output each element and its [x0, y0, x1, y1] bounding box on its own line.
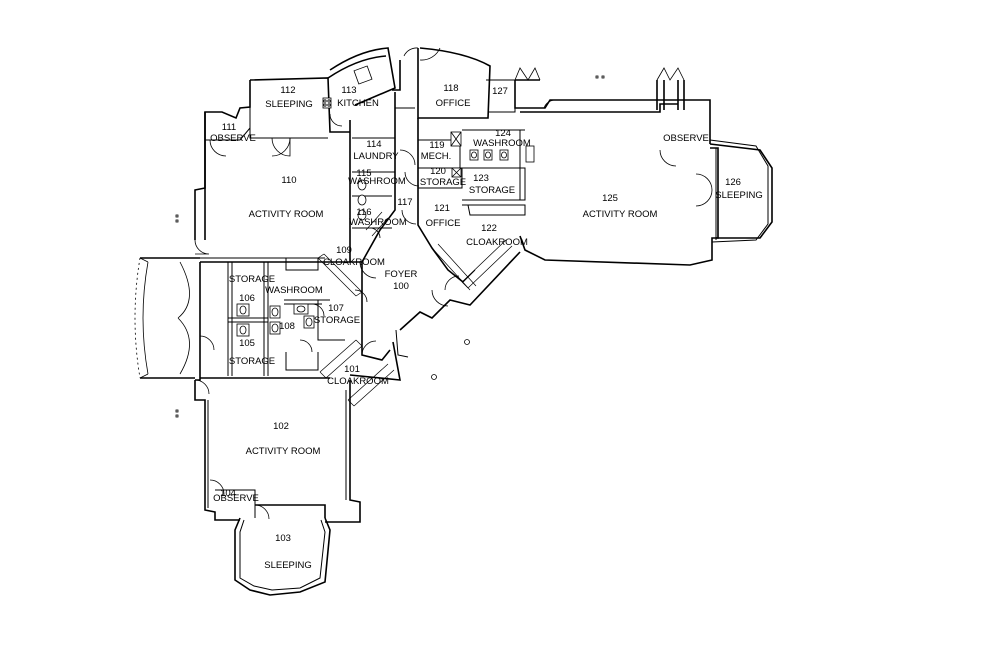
room-123: 123 STORAGE [469, 173, 515, 196]
room-101-number: 101 [344, 364, 360, 375]
room-107: 107 STORAGE [314, 303, 360, 326]
room-observe-east: OBSERVE [663, 133, 709, 144]
room-104: 104 OBSERVE [213, 488, 259, 504]
room-117-number: 117 [397, 197, 412, 208]
room-116-number: 116 [356, 207, 371, 218]
room-122-name: CLOAKROOM [466, 237, 528, 248]
room-125-name: ACTIVITY ROOM [583, 209, 658, 220]
room-105-name: STORAGE [229, 356, 275, 367]
room-108-number: 108 [279, 321, 295, 332]
room-121-number: 121 [434, 203, 450, 214]
room-100-name: FOYER [385, 269, 418, 280]
room-125: 125 ACTIVITY ROOM [583, 193, 658, 220]
room-112-number: 112 [280, 85, 295, 96]
room-115: 115 WASHROOM [348, 168, 406, 187]
room-112: 112 SLEEPING [265, 85, 313, 110]
room-124-number: 124 [495, 128, 511, 139]
room-115-name: WASHROOM [348, 176, 406, 187]
room-123-number: 123 [473, 173, 489, 184]
room-120: 120 STORAGE [420, 166, 466, 188]
room-120-number: 120 [430, 166, 446, 177]
room-126-number: 126 [725, 177, 741, 188]
room-125-number: 125 [602, 193, 618, 204]
room-110: 110 ACTIVITY ROOM [249, 175, 324, 220]
room-119: 119 MECH. [421, 140, 452, 162]
room-104-name: OBSERVE [213, 493, 259, 504]
room-118: 118 OFFICE [436, 83, 471, 109]
room-114-number: 114 [366, 139, 381, 150]
room-111-number: 111 [222, 122, 236, 133]
room-115-number: 115 [356, 168, 371, 179]
room-122: 122 CLOAKROOM [466, 223, 528, 248]
room-118-number: 118 [443, 83, 458, 94]
room-107-name: STORAGE [314, 315, 360, 326]
door-swings [194, 47, 713, 520]
room-103: 103 SLEEPING [264, 533, 312, 571]
room-119-name: MECH. [421, 151, 452, 162]
room-105: 105 STORAGE [229, 338, 275, 367]
room-101: 101 CLOAKROOM [327, 364, 389, 387]
room-122-number: 122 [481, 223, 497, 234]
room-109-name: CLOAKROOM [323, 257, 385, 268]
room-111-name: OBSERVE [210, 133, 256, 144]
room-116-name: WASHROOM [349, 217, 407, 228]
room-117: 117 [397, 197, 412, 208]
room-126-name: SLEEPING [715, 190, 763, 201]
room-106-number: 106 [239, 293, 255, 304]
room-116: 116 WASHROOM [349, 207, 407, 228]
room-109-number: 109 [336, 245, 352, 256]
room-118-name: OFFICE [436, 98, 471, 109]
room-observe-east-name: OBSERVE [663, 133, 709, 144]
room-119-number: 119 [429, 140, 444, 151]
room-112-name: SLEEPING [265, 99, 313, 110]
room-114: 114 LAUNDRY [353, 139, 399, 162]
room-108-name: WASHROOM [265, 285, 323, 296]
room-114-name: LAUNDRY [353, 151, 399, 162]
room-121: 121 OFFICE [426, 203, 461, 229]
room-113-number: 113 [341, 85, 356, 96]
room-124-name: WASHROOM [473, 138, 531, 149]
room-105-number: 105 [239, 338, 255, 349]
room-labels: FOYER 100 101 CLOAKROOM 102 ACTIVITY ROO… [210, 83, 763, 571]
room-110-name: ACTIVITY ROOM [249, 209, 324, 220]
room-127-number: 127 [492, 86, 508, 97]
room-103-name: SLEEPING [264, 560, 312, 571]
room-102-number: 102 [273, 421, 289, 432]
room-100-number: 100 [393, 281, 409, 292]
room-123-name: STORAGE [469, 185, 515, 196]
room-107-number: 107 [328, 303, 344, 314]
room-113: 113 KITCHEN [337, 85, 379, 109]
room-104-number: 104 [220, 488, 236, 499]
room-121-name: OFFICE [426, 218, 461, 229]
room-126: 126 SLEEPING [715, 177, 763, 201]
cloakroom-cabinets [317, 211, 513, 407]
exterior-walls [134, 47, 773, 596]
room-106: STORAGE 106 [229, 274, 275, 304]
room-100: FOYER 100 [385, 269, 418, 292]
room-124: 124 WASHROOM [473, 128, 531, 149]
room-127: 127 [492, 86, 508, 97]
room-108: 108 WASHROOM [265, 285, 323, 332]
room-113-name: KITCHEN [337, 98, 379, 109]
room-111: 111 OBSERVE [210, 122, 256, 144]
room-120-name: STORAGE [420, 177, 466, 188]
room-102-name: ACTIVITY ROOM [246, 446, 321, 457]
room-102: 102 ACTIVITY ROOM [246, 421, 321, 457]
room-103-number: 103 [275, 533, 291, 544]
room-110-number: 110 [281, 175, 296, 186]
room-106-name: STORAGE [229, 274, 275, 285]
fixtures [175, 65, 605, 418]
room-101-name: CLOAKROOM [327, 376, 389, 387]
room-109: 109 CLOAKROOM [323, 245, 385, 268]
